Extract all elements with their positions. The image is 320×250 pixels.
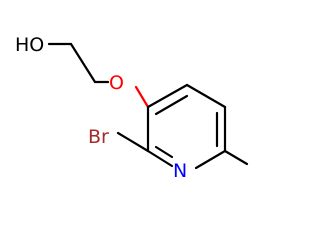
bond-ring-c6-n [194, 149, 227, 170]
atom-label-bromine: Br [88, 126, 109, 148]
atom-label-ether-oxygen: O [109, 72, 124, 94]
atom-labels: HO O Br N [15, 34, 187, 182]
bond-ring-c2-br [116, 131, 150, 153]
atom-label-nitrogen: N [173, 160, 187, 182]
bond-ring-c6-methyl [223, 149, 249, 166]
bond-ring-n-c2 [146, 149, 174, 168]
molecule-canvas: HO O Br N [15, 34, 249, 182]
bond-ch2-ch2 [69, 42, 97, 84]
bond-ring-n-c2-inner [154, 145, 174, 159]
bonds [47, 42, 249, 170]
bond-ring-c3-c4-inner [154, 94, 189, 116]
atom-label-hydroxyl: HO [15, 34, 44, 56]
bond-ether-o-ring [134, 85, 150, 109]
bond-ring-c3-c4 [146, 83, 189, 109]
bond-ring-c4-c5 [185, 83, 227, 109]
structure-drawing: HO O Br N [15, 34, 249, 182]
